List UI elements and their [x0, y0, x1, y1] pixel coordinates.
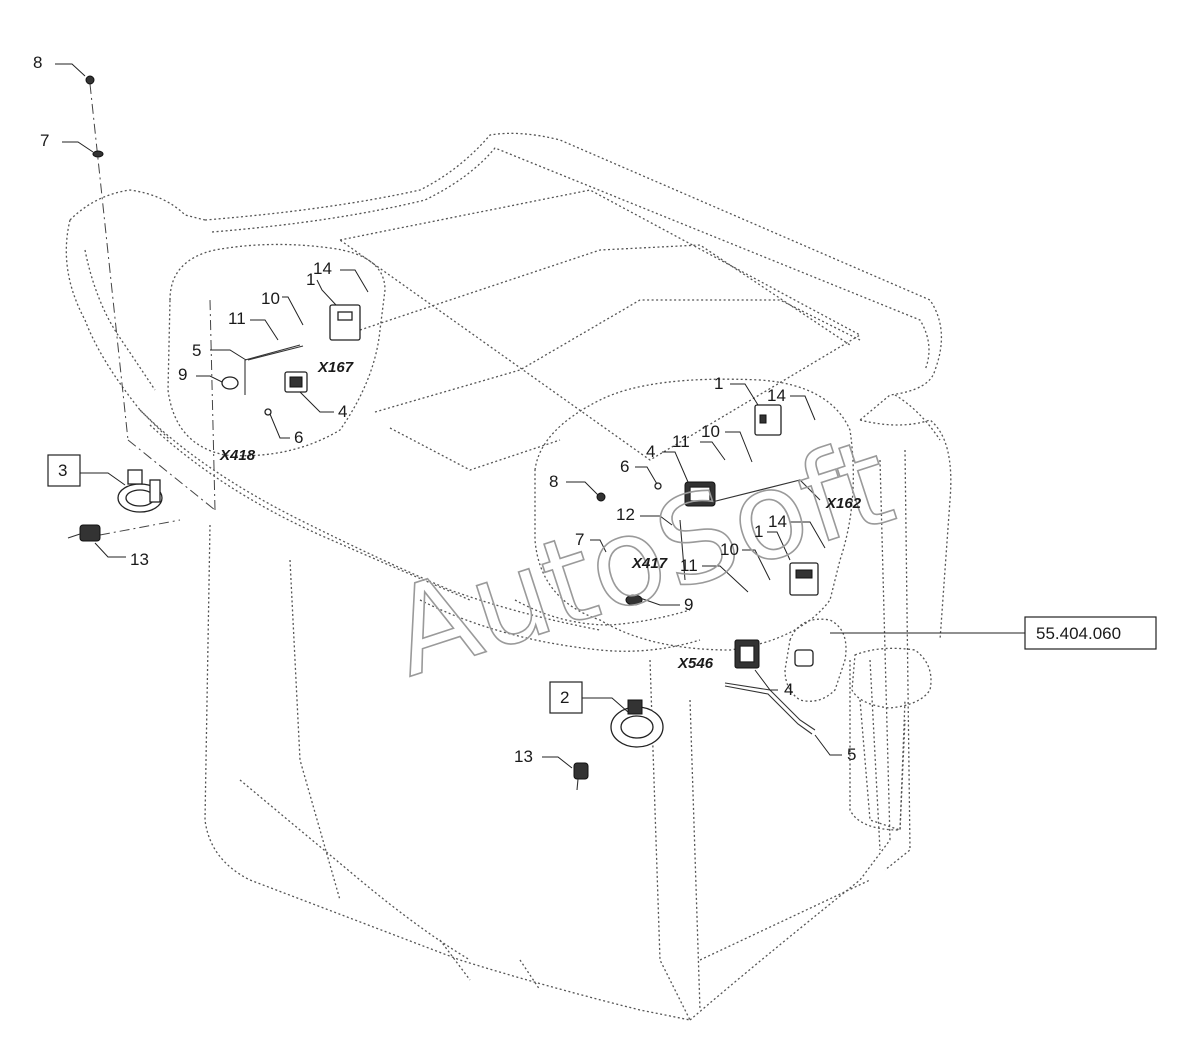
callout-5-zoom-left: 5	[192, 341, 201, 360]
grommet-part-upper	[596, 492, 606, 502]
washer-part	[92, 150, 104, 158]
connector-label-x418: X418	[219, 447, 256, 464]
nut-part	[85, 75, 95, 85]
svg-text:3: 3	[58, 461, 67, 480]
callout-11-zoom-right-upper: 11	[672, 432, 690, 451]
callout-11-zoom-left: 11	[228, 309, 246, 328]
callout-4-zoom-right-upper: 4	[646, 442, 655, 461]
callout-7-left: 7	[40, 131, 49, 150]
connector-housing-x167	[329, 304, 361, 341]
clamp-part-bottom	[610, 699, 664, 748]
callout-9-zoom-left: 9	[178, 365, 187, 384]
callout-5-bottom: 5	[847, 745, 856, 764]
connector-label-x546: X546	[677, 655, 714, 672]
connector-label-x417: X417	[631, 555, 668, 572]
callout-13-left: 13	[130, 550, 149, 569]
grommet-part-left	[221, 376, 239, 390]
explode-lines	[89, 83, 216, 536]
callout-10-zoom-right-upper: 10	[701, 422, 720, 441]
callout-box-2: 2	[549, 681, 583, 714]
clamp-part	[117, 469, 163, 513]
connector-label-x167: X167	[317, 359, 354, 376]
callout-1-zoom-right-lower: 1	[754, 522, 763, 541]
reference-box[interactable]: 55.404.060	[1024, 616, 1157, 650]
callout-14-zoom-right-lower: 14	[768, 512, 787, 531]
callout-11-zoom-right-lower: 11	[680, 556, 698, 575]
svg-text:55.404.060: 55.404.060	[1036, 624, 1121, 643]
callout-8-left: 8	[33, 53, 42, 72]
callout-10-zoom-left: 10	[261, 289, 280, 308]
callout-10-zoom-right-lower: 10	[720, 540, 739, 559]
cab-body-outline	[65, 132, 952, 1021]
seal-part-upper	[684, 481, 716, 507]
callout-7-zoom-right-upper: 7	[575, 530, 584, 549]
callout-box-3: 3	[47, 454, 81, 487]
callout-1-zoom-right-upper: 1	[714, 374, 723, 393]
callout-14-zoom-left: 14	[313, 259, 332, 278]
seal-part-bottom	[734, 639, 760, 669]
grommet-part-lower	[625, 594, 643, 606]
harness-wire-bottom	[724, 682, 816, 735]
callout-9-zoom-right-lower: 9	[684, 595, 693, 614]
pin-part-left	[264, 408, 272, 416]
pin-part-upper	[654, 482, 662, 490]
bolt-part-bottom	[573, 762, 589, 791]
connector-housing-lower	[789, 562, 819, 596]
callout-4-bottom: 4	[784, 680, 793, 699]
callout-4-zoom-left: 4	[338, 402, 347, 421]
subassembly-group	[784, 618, 932, 831]
seal-part-left	[284, 371, 308, 393]
harness-wire-x162	[679, 479, 821, 581]
callout-8-zoom-right-upper: 8	[549, 472, 558, 491]
harness-wire-left	[244, 344, 304, 395]
connector-housing-upper	[754, 404, 782, 436]
callout-1-zoom-left: 1	[306, 270, 315, 289]
callout-6-zoom-left: 6	[294, 428, 303, 447]
connector-label-x162: X162	[825, 495, 862, 512]
leader-lines	[55, 63, 1025, 769]
bolt-part	[67, 524, 101, 542]
callout-6-zoom-right-upper: 6	[620, 457, 629, 476]
callout-13-bottom: 13	[514, 747, 533, 766]
callout-12-zoom-right-upper: 12	[616, 505, 635, 524]
callout-14-zoom-right-upper: 14	[767, 386, 786, 405]
zoom-bubble-left	[167, 243, 386, 457]
svg-text:2: 2	[560, 688, 569, 707]
